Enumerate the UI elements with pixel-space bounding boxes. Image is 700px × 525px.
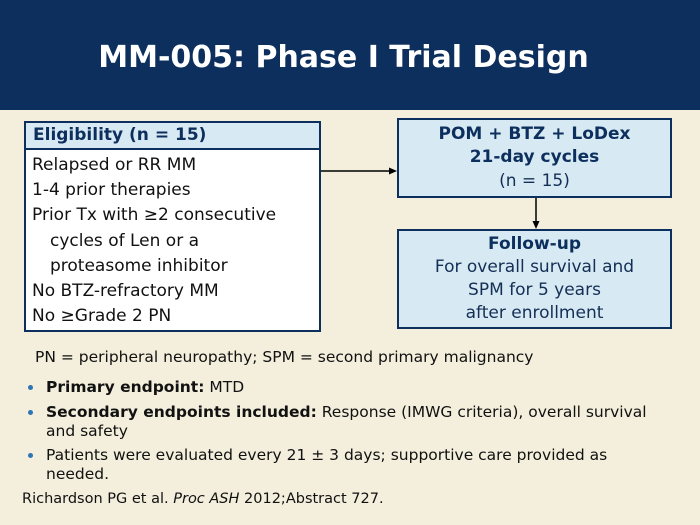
bullet-text: Response (IMWG criteria), overall surviv… bbox=[46, 402, 647, 440]
citation-source: Proc ASH bbox=[173, 491, 240, 507]
regimen-label: POM + BTZ + LoDex bbox=[438, 123, 631, 144]
bullet-icon bbox=[28, 453, 33, 458]
arrow-head bbox=[532, 221, 540, 229]
arrow-regimen-to-follow-up bbox=[532, 198, 540, 229]
criterion-line: Relapsed or RR MM bbox=[32, 155, 197, 175]
cycle-length: 21-day cycles bbox=[469, 147, 600, 168]
criterion-line: Prior Tx with ≥2 consecutive bbox=[32, 205, 277, 226]
treatment-regimen-box: POM + BTZ + LoDex 21-day cycles (n = 15) bbox=[397, 118, 672, 198]
eligibility-criteria: Relapsed or RR MM 1-4 prior therapies Pr… bbox=[26, 150, 319, 329]
citation-authors: Richardson PG et al. bbox=[22, 491, 169, 507]
follow-up-box: Follow-up For overall survival and SPM f… bbox=[397, 229, 672, 329]
endpoint-bullets: Primary endpoint: MTD Secondary endpoint… bbox=[24, 378, 674, 490]
title-bar: MM-005: Phase I Trial Design bbox=[0, 0, 700, 110]
criterion-item: No BTZ-refractory MM bbox=[32, 279, 319, 304]
criterion-item: Prior Tx with ≥2 consecutive cycles of L… bbox=[32, 203, 319, 279]
bullet-icon bbox=[28, 385, 33, 390]
follow-up-line: SPM for 5 years bbox=[468, 280, 601, 300]
eligibility-header: Eligibility (n = 15) bbox=[26, 123, 319, 150]
citation-details: 2012;Abstract 727. bbox=[244, 491, 384, 507]
abbreviations-footnote: PN = peripheral neuropathy; SPM = second… bbox=[35, 348, 534, 366]
bullet-item: Primary endpoint: MTD bbox=[24, 378, 668, 397]
arrow-head bbox=[389, 167, 397, 175]
bullet-item: Secondary endpoints included: Response (… bbox=[24, 403, 668, 441]
criterion-continuation-line: cycles of Len or a bbox=[50, 230, 200, 251]
criterion-line: No ≥Grade 2 PN bbox=[32, 306, 172, 327]
criterion-item: 1-4 prior therapies bbox=[32, 178, 319, 203]
bullet-label: Primary endpoint: bbox=[46, 378, 205, 396]
follow-up-line: For overall survival and bbox=[434, 257, 635, 277]
bullet-text: MTD bbox=[209, 378, 245, 396]
bullet-item: Patients were evaluated every 21 ± 3 day… bbox=[24, 446, 668, 484]
follow-up-title: Follow-up bbox=[488, 234, 581, 254]
criterion-line: No BTZ-refractory MM bbox=[32, 281, 219, 302]
citation: Richardson PG et al. Proc ASH 2012;Abstr… bbox=[22, 490, 384, 508]
bullet-text: Patients were evaluated every 21 ± 3 day… bbox=[46, 446, 608, 483]
arrow-eligibility-to-regimen bbox=[321, 167, 397, 175]
slide-title: MM-005: Phase I Trial Design bbox=[98, 40, 589, 75]
criterion-item: No ≥Grade 2 PN bbox=[32, 304, 319, 329]
follow-up-line: after enrollment bbox=[465, 303, 604, 323]
criterion-continuation-line: proteasome inhibitor bbox=[50, 255, 228, 276]
sample-size: (n = 15) bbox=[499, 170, 570, 191]
criterion-item: Relapsed or RR MM bbox=[32, 153, 319, 178]
bullet-label: Secondary endpoints included: bbox=[46, 402, 317, 421]
criterion-line: 1-4 prior therapies bbox=[32, 180, 191, 201]
bullet-icon bbox=[28, 409, 33, 415]
eligibility-box: Eligibility (n = 15) Relapsed or RR MM 1… bbox=[24, 121, 321, 332]
